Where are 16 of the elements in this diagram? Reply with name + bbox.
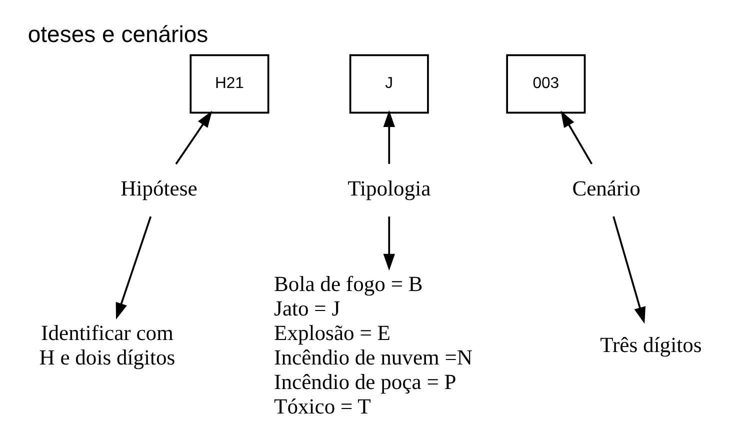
arrow — [612, 216, 646, 324]
node-box: 003 — [506, 54, 586, 114]
arrow — [383, 216, 395, 270]
node-box: J — [349, 54, 429, 114]
node-text: Identificar com H e dois dígitos — [39, 320, 176, 369]
node-text: Hipótese — [120, 176, 198, 200]
diagram-title: oteses e cenários — [28, 20, 208, 46]
node-text: Três dígitos — [600, 332, 702, 357]
arrow — [175, 110, 212, 164]
arrow — [116, 216, 152, 320]
node-box: H21 — [190, 54, 270, 114]
arrow — [383, 110, 395, 164]
node-text: Cenário — [572, 176, 640, 200]
arrow — [560, 110, 593, 164]
node-text: Bola de fogo = B Jato = J Explosão = E Incêndio de nuvem =N Incêndio de poça = P Tóxico = T — [274, 272, 472, 418]
node-text: Tipologia — [348, 176, 431, 200]
